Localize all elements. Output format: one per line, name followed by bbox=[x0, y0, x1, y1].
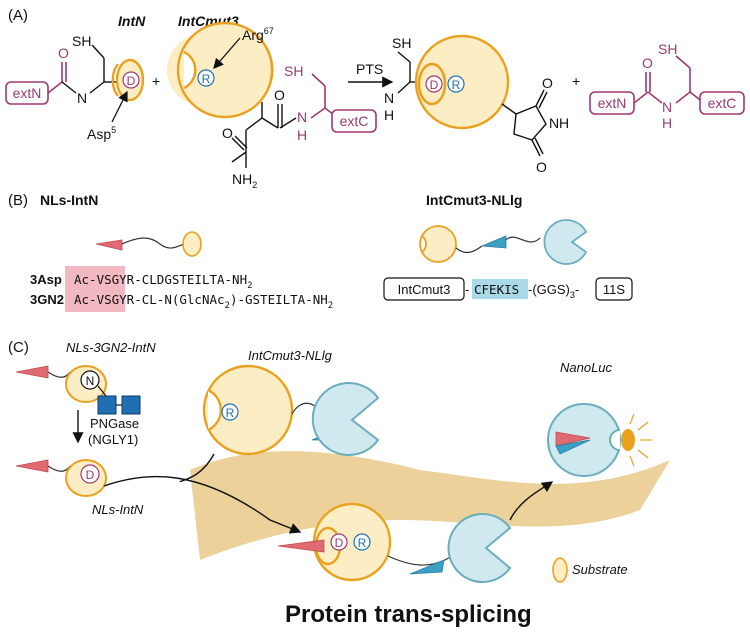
cterm-n-label: N bbox=[297, 109, 307, 125]
plus-sign-2: + bbox=[572, 73, 580, 89]
succ-n-label: N bbox=[549, 115, 559, 131]
intcmut3-nllg-cartoon bbox=[419, 219, 588, 265]
product-sh2-label: SH bbox=[658, 41, 677, 57]
plus-sign-1: + bbox=[152, 73, 160, 89]
complex-d-label: D bbox=[335, 536, 344, 550]
spliced-complex: D R bbox=[277, 502, 512, 583]
11s-box-label: 11S bbox=[603, 282, 625, 297]
nls-intn-label: NLs-IntN bbox=[92, 502, 144, 517]
cfekis-label: CFEKIS bbox=[474, 282, 519, 297]
nls-intn-d-label: D bbox=[86, 468, 95, 482]
intcmut3-r-label: R bbox=[226, 406, 235, 420]
complex-r-label: R bbox=[358, 536, 367, 550]
product-h-label: H bbox=[384, 107, 394, 123]
substrate-label: Substrate bbox=[572, 562, 628, 577]
product-d-label: D bbox=[430, 78, 439, 92]
nanoluc-label: NanoLuc bbox=[560, 360, 613, 375]
light-source bbox=[621, 429, 635, 451]
nls-intn-cartoon bbox=[95, 231, 202, 257]
nanoluc-protein bbox=[547, 403, 652, 477]
intcmut3-box bbox=[383, 277, 465, 301]
amine-n-label: N bbox=[77, 90, 87, 106]
nanoluc-arrow bbox=[509, 481, 554, 521]
construct-dash: - bbox=[465, 282, 469, 297]
panel-c-title: Protein trans-splicing bbox=[285, 601, 532, 628]
product-extc-label: extC bbox=[708, 95, 737, 111]
intn-protein: D bbox=[111, 58, 145, 102]
intein-complex-product: SH N H D R O N H O bbox=[384, 34, 569, 175]
extn-fragment-left: extN O N SH bbox=[5, 33, 118, 106]
extc-label: extC bbox=[340, 113, 369, 129]
intcmut3-nllg-protein: R bbox=[202, 364, 380, 456]
glcnac-square-1 bbox=[97, 395, 117, 415]
pngase-label: PNGase bbox=[90, 416, 139, 431]
nls-intn-protein: D bbox=[15, 459, 107, 497]
converge-arrow-1 bbox=[103, 475, 302, 534]
product-n-label: N bbox=[384, 90, 394, 106]
vsgyr-highlight bbox=[65, 266, 125, 312]
ggs-linker-label: -(GGS)3- bbox=[528, 282, 579, 300]
extn-label: extN bbox=[13, 85, 42, 101]
ngly1-label: (NGLY1) bbox=[88, 432, 138, 447]
arg-r-label: R bbox=[202, 72, 211, 86]
pts-label: PTS bbox=[356, 61, 383, 77]
row1-sequence: Ac-VSGYR-CLDGSTEILTA-NH2 bbox=[74, 272, 253, 291]
intn-title: IntN bbox=[118, 13, 146, 29]
cterm-h-label: H bbox=[297, 127, 307, 143]
panel-a-label: (A) bbox=[8, 7, 28, 24]
substrate-icon bbox=[552, 557, 568, 583]
succ-o2-label: O bbox=[536, 159, 547, 175]
peptide-o-label: O bbox=[274, 87, 285, 103]
thiol-sh-label: SH bbox=[72, 33, 91, 49]
intcmut3-protein: R bbox=[167, 21, 274, 119]
row1-name: 3Asp bbox=[30, 272, 62, 287]
splicing-swoosh bbox=[190, 451, 670, 560]
cterm-sh-label: SH bbox=[284, 63, 303, 79]
panel-b-intcmut3-nllg-title: IntCmut3-NLlg bbox=[426, 192, 522, 208]
asp-d-label: D bbox=[127, 74, 136, 88]
intcmut3-cterm-structure: O NH2 O N H SH extC bbox=[222, 63, 377, 190]
ligated-exteins: extN O N H SH extC bbox=[589, 41, 745, 131]
product-extn-label: extN bbox=[598, 95, 627, 111]
product-nh-n: N bbox=[662, 99, 672, 115]
converge-arrow-2 bbox=[179, 453, 215, 483]
intcmut3-nllg-label: IntCmut3-NLlg bbox=[248, 348, 333, 363]
product-r-label: R bbox=[452, 78, 461, 92]
succ-h-label: H bbox=[559, 115, 569, 131]
product-sh-label: SH bbox=[392, 35, 411, 51]
amide-o-label: O bbox=[222, 125, 233, 141]
arg67-label: Arg67 bbox=[242, 26, 274, 43]
intcmut3-box-label: IntCmut3 bbox=[398, 282, 451, 297]
panel-b-label: (B) bbox=[8, 192, 28, 209]
panel-b-nls-intn-title: NLs-IntN bbox=[40, 192, 98, 208]
extc-box bbox=[331, 109, 377, 133]
asp5-label: Asp5 bbox=[87, 125, 116, 142]
row2-sequence: Ac-VSGYR-CL-N(GlcNAc2)-GSTEILTA-NH2 bbox=[74, 292, 333, 311]
nls-3gn2-intn-label: NLs-3GN2-IntN bbox=[66, 340, 156, 355]
nh2-label: NH2 bbox=[232, 171, 257, 190]
panel-c-label: (C) bbox=[8, 339, 29, 356]
glcnac-square-2 bbox=[121, 395, 141, 415]
carbonyl-o-label: O bbox=[58, 45, 69, 61]
glycan-n-label: N bbox=[86, 374, 95, 388]
cfekis-highlight bbox=[472, 279, 528, 299]
product-o-label: O bbox=[642, 55, 653, 71]
row2-name: 3GN2 bbox=[30, 292, 64, 307]
11s-box bbox=[595, 277, 633, 301]
nls-3gn2-intn-protein: N bbox=[15, 365, 141, 415]
product-nh-h: H bbox=[662, 115, 672, 131]
succ-o1-label: O bbox=[542, 75, 553, 91]
